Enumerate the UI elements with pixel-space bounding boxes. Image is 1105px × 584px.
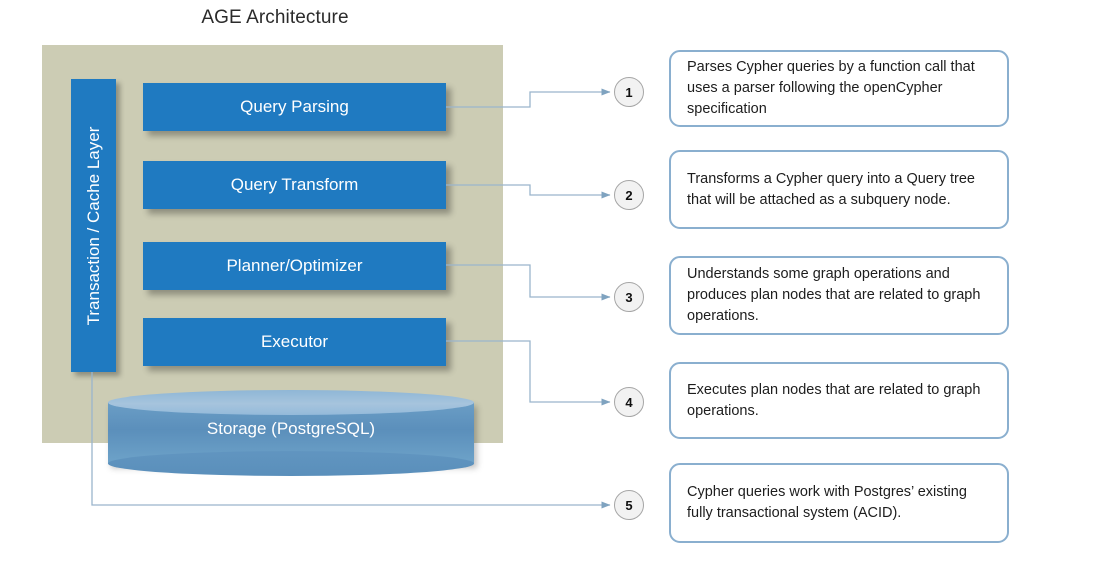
callout-box-1[interactable]: Parses Cypher queries by a function call… bbox=[669, 50, 1009, 127]
process-box-planner-optimizer[interactable]: Planner/Optimizer bbox=[143, 242, 446, 290]
callout-marker-3[interactable]: 3 bbox=[614, 282, 644, 312]
process-box-executor[interactable]: Executor bbox=[143, 318, 446, 366]
callout-marker-5[interactable]: 5 bbox=[614, 490, 644, 520]
callout-box-4[interactable]: Executes plan nodes that are related to … bbox=[669, 362, 1009, 439]
callout-marker-2[interactable]: 2 bbox=[614, 180, 644, 210]
storage-label: Storage (PostgreSQL) bbox=[206, 419, 376, 438]
callout-marker-1[interactable]: 1 bbox=[614, 77, 644, 107]
process-box-query-parsing[interactable]: Query Parsing bbox=[143, 83, 446, 131]
callout-text-2: Transforms a Cypher query into a Query t… bbox=[687, 170, 975, 208]
callout-text-5: Cypher queries work with Postgres’ exist… bbox=[687, 484, 967, 521]
callout-box-3[interactable]: Understands some graph operations and pr… bbox=[669, 256, 1009, 335]
callout-text-4: Executes plan nodes that are related to … bbox=[687, 381, 981, 419]
page-title: AGE Architecture bbox=[201, 7, 349, 28]
transaction-cache-layer-label: Transaction / Cache Layer bbox=[83, 126, 103, 325]
transaction-cache-layer-bar: Transaction / Cache Layer bbox=[71, 79, 116, 372]
callout-text-1: Parses Cypher queries by a function call… bbox=[687, 59, 975, 117]
callout-box-5[interactable]: Cypher queries work with Postgres’ exist… bbox=[669, 463, 1009, 543]
callout-marker-4[interactable]: 4 bbox=[614, 387, 644, 417]
callout-text-3: Understands some graph operations and pr… bbox=[687, 266, 981, 324]
cylinder-top-ellipse bbox=[108, 390, 474, 415]
storage-cylinder[interactable]: Storage (PostgreSQL) bbox=[108, 390, 474, 476]
callout-box-2[interactable]: Transforms a Cypher query into a Query t… bbox=[669, 150, 1009, 229]
cylinder-bottom-ellipse bbox=[108, 451, 474, 476]
process-box-query-transform[interactable]: Query Transform bbox=[143, 161, 446, 209]
